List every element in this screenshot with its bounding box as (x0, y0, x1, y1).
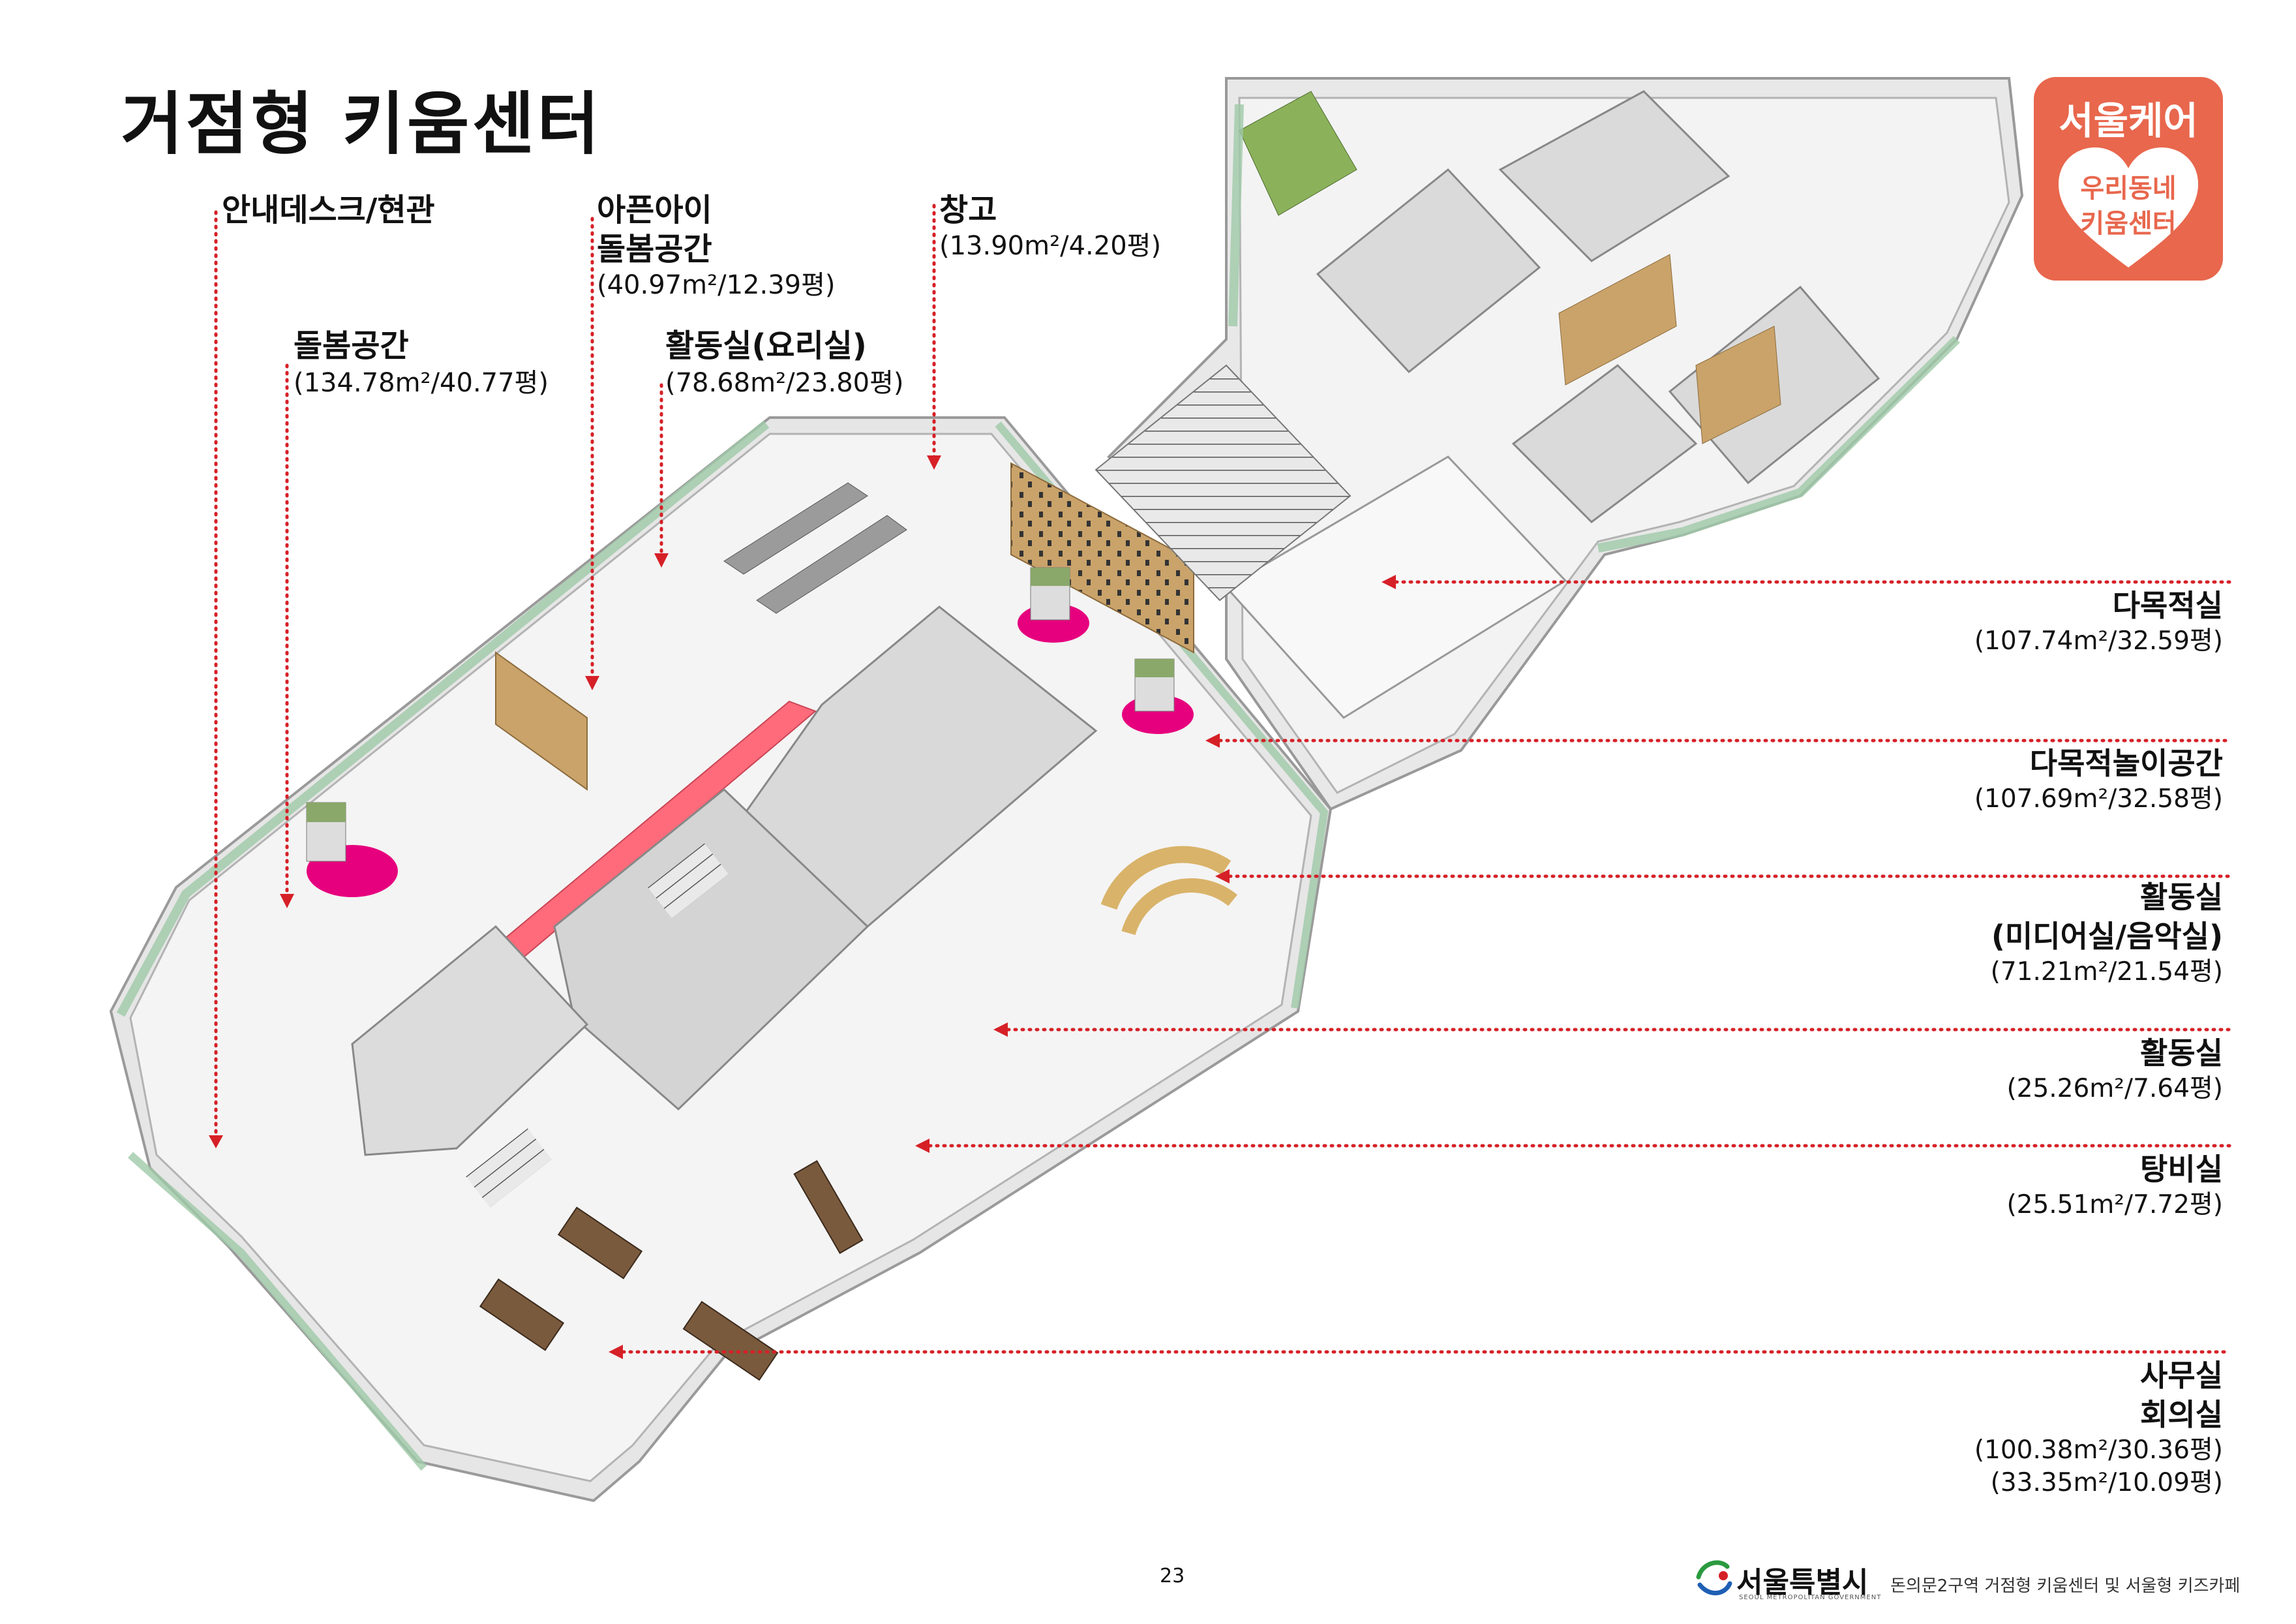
badge-line2: 키움센터 (2080, 209, 2177, 239)
callout-sickcare-name2: 돌봄공간 (597, 231, 712, 268)
building-upper-wing (1095, 77, 2024, 811)
callout-storage-name: 창고 (939, 192, 997, 228)
page-number: 23 (1160, 1565, 1185, 1587)
cooking-table (723, 482, 907, 614)
callout-reception-name: 안내데스크/현관 (222, 192, 435, 228)
play-cushion-1 (306, 802, 398, 897)
badge-line1: 우리동네 (2080, 174, 2177, 204)
callout-playspace-area: (107.69m²/32.58평) (1974, 784, 2223, 814)
seoul-logo-english: SEOUL METROPOLITAN GOVERNMENT (1739, 1594, 1882, 1601)
callout-multipurpose-room-name: 다목적실 (2112, 588, 2223, 623)
seoul-care-badge: 서울케어 우리동네 키움센터 (2034, 77, 2223, 281)
callout-pantry-name: 탕비실 (2140, 1152, 2223, 1187)
callout-media-room-area: (71.21m²/21.54평) (1990, 957, 2223, 987)
callout-media-room-name2: (미디어실/음악실) (1991, 919, 2223, 954)
callout-playspace: 다목적놀이공간 (107.69m²/32.58평) (1974, 744, 2223, 816)
callout-multipurpose-room: 다목적실 (107.74m²/32.59평) (1974, 586, 2223, 658)
core-block (351, 605, 1098, 1208)
badge-title: 서울케어 (2059, 99, 2198, 143)
heart-icon (2059, 147, 2198, 268)
callout-care-space-name: 돌봄공간 (294, 328, 409, 364)
callout-media-room-name: 활동실 (2140, 880, 2223, 915)
callout-sickcare-area: (40.97m²/12.39평) (597, 270, 836, 300)
callout-care-space-area: (134.78m²/40.77평) (294, 368, 549, 398)
callout-office-name: 사무실 (2140, 1358, 2223, 1393)
callout-pantry: 탕비실 (25.51m²/7.72평) (2006, 1150, 2223, 1221)
bookshelf-wall-1 (1010, 462, 1194, 654)
play-cushion-2 (1018, 567, 1089, 643)
play-cushion-3 (1122, 658, 1194, 734)
media-room-seating (1100, 846, 1238, 936)
callout-playspace-name: 다목적놀이공간 (2029, 746, 2223, 781)
callout-office: 사무실 회의실 (100.38m²/30.36평) (33.35m²/10.09… (1974, 1356, 2223, 1499)
callout-office-area: (100.38m²/30.36평) (1974, 1435, 2223, 1465)
footer-caption: 돈의문2구역 거점형 키움센터 및 서울형 키즈카페 (1890, 1576, 2241, 1596)
callout-cooking-room-name: 활동실(요리실) (665, 328, 867, 364)
seoul-symbol-icon (1696, 1560, 1732, 1595)
callout-media-room: 활동실 (미디어실/음악실) (71.21m²/21.54평) (1991, 878, 2223, 988)
callout-storage-area: (13.90m²/4.20평) (939, 231, 1162, 261)
callout-multipurpose-room-area: (107.74m²/32.59평) (1974, 626, 2223, 656)
callout-activity-room: 활동실 (25.26m²/7.64평) (2006, 1034, 2223, 1105)
bookshelf-wall-2 (495, 651, 588, 791)
page-title: 거점형 키움센터 (121, 84, 602, 164)
seoul-logo-name: 서울특별시 (1736, 1566, 1869, 1599)
callout-activity-room-name: 활동실 (2140, 1035, 2223, 1071)
callout-pantry-area: (25.51m²/7.72평) (2006, 1190, 2223, 1219)
office-desks (479, 1160, 864, 1381)
seoul-logo: 서울특별시 SEOUL METROPOLITAN GOVERNMENT (1693, 1555, 1889, 1607)
callout-sickcare-name: 아픈아이 (597, 192, 712, 228)
callout-cooking-room-area: (78.68m²/23.80평) (665, 368, 904, 398)
callout-office-name2: 회의실 (2140, 1397, 2223, 1432)
callout-activity-room-area: (25.26m²/7.64평) (2006, 1074, 2223, 1103)
callout-office-area2: (33.35m²/10.09평) (1990, 1468, 2223, 1497)
